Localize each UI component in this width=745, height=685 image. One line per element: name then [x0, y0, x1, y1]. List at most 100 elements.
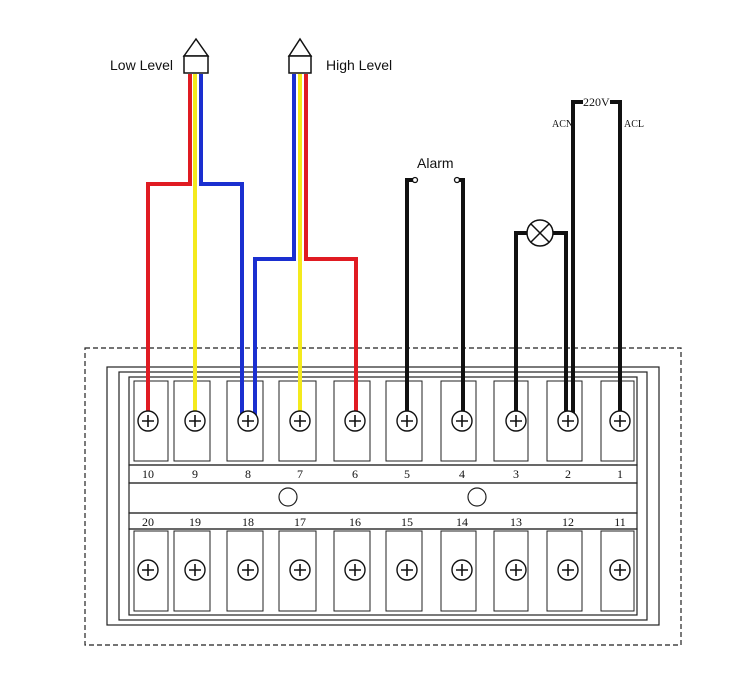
terminal-number-top: 3: [513, 467, 519, 481]
screw-icon: [505, 410, 527, 432]
screw-slot: [189, 564, 201, 576]
screw-icon: [451, 410, 473, 432]
terminal-number-top: 4: [459, 467, 465, 481]
screw-icon: [184, 559, 206, 581]
number-strip-top: [128, 464, 638, 484]
terminal-number-bottom: 11: [614, 515, 626, 529]
wire-acl: [610, 100, 622, 421]
screw-slot: [401, 564, 413, 576]
screw-icon: [609, 559, 631, 581]
screw-slot: [510, 415, 522, 427]
terminal-number-top: 1: [617, 467, 623, 481]
screw-slot: [562, 564, 574, 576]
screw-icon: [344, 410, 366, 432]
terminal-number-bottom: 18: [242, 515, 254, 529]
terminal-number-bottom: 15: [401, 515, 413, 529]
wire-low-red: [146, 74, 192, 421]
probe-low-body: [183, 55, 209, 74]
screw-icon: [184, 410, 206, 432]
screw-icon: [289, 559, 311, 581]
high-level-label: High Level: [326, 57, 392, 73]
screw-slot: [189, 415, 201, 427]
wire-high-blue: [253, 74, 296, 421]
screw-icon: [137, 559, 159, 581]
screw-icon: [557, 559, 579, 581]
terminal-number-top: 2: [565, 467, 571, 481]
terminal-block: [84, 347, 682, 646]
screw-slot: [294, 415, 306, 427]
screw-slot: [401, 415, 413, 427]
screw-icon: [557, 410, 579, 432]
wires: [146, 74, 622, 421]
screw-icon: [396, 410, 418, 432]
screws-bottom: [137, 559, 631, 581]
screw-icon: [289, 410, 311, 432]
alarm-contact-left: [411, 176, 419, 184]
screw-slot: [349, 564, 361, 576]
wire-high-red: [304, 74, 358, 421]
probe-high-head: [287, 37, 313, 57]
number-strip-bottom: [128, 512, 638, 530]
terminal-number-top: 6: [352, 467, 358, 481]
terminal-number-top: 7: [297, 467, 303, 481]
terminal-number-bottom: 20: [142, 515, 154, 529]
wire-low-blue: [199, 74, 244, 421]
terminal-numbers-top: 10 9 8 7 6 5 4 3 2 1: [142, 467, 623, 481]
terminal-numbers-bottom: 20 19 18 17 16 15 14 13 12 11: [142, 515, 626, 529]
wire-lamp-left: [514, 231, 527, 421]
housing-outer: [84, 347, 682, 646]
screw-slot: [294, 564, 306, 576]
screw-icon: [609, 410, 631, 432]
terminal-number-top: 5: [404, 467, 410, 481]
lamp-symbol: [526, 219, 554, 247]
acl-label: ACL: [624, 119, 644, 130]
screw-icon: [237, 559, 259, 581]
screw-icon: [451, 559, 473, 581]
screw-icon: [237, 410, 259, 432]
screw-icon: [396, 559, 418, 581]
alarm-label: Alarm: [417, 155, 454, 171]
screws-top: [137, 410, 631, 432]
housing-core: [118, 371, 648, 621]
terminal-number-bottom: 16: [349, 515, 361, 529]
screw-slot: [456, 415, 468, 427]
screw-slot: [456, 564, 468, 576]
probe-low-head: [182, 37, 210, 57]
acn-label: ACN: [552, 119, 573, 130]
screw-slot: [142, 415, 154, 427]
probe-low: [182, 37, 210, 74]
terminal-number-bottom: 12: [562, 515, 574, 529]
probe-high: [287, 37, 313, 74]
screw-icon: [505, 559, 527, 581]
terminal-number-top: 10: [142, 467, 154, 481]
screw-slot: [142, 564, 154, 576]
screw-slot: [614, 415, 626, 427]
screw-icon: [137, 410, 159, 432]
mounting-holes: [278, 487, 487, 507]
wire-lamp-right: [553, 231, 568, 421]
mounting-hole-right: [467, 487, 487, 507]
mounting-hole-left: [278, 487, 298, 507]
screw-slot: [510, 564, 522, 576]
terminal-number-bottom: 13: [510, 515, 522, 529]
wire-acn: [571, 100, 583, 421]
terminal-number-bottom: 19: [189, 515, 201, 529]
voltage-label: 220V: [583, 95, 610, 109]
screw-slot: [614, 564, 626, 576]
lower-rail: [128, 528, 638, 616]
screw-slot: [562, 415, 574, 427]
probe-high-body: [288, 55, 312, 74]
screw-slot: [242, 564, 254, 576]
screw-icon: [344, 559, 366, 581]
terminal-number-top: 8: [245, 467, 251, 481]
screw-slot: [349, 415, 361, 427]
terminal-number-bottom: 17: [294, 515, 306, 529]
housing-inner: [106, 366, 660, 626]
low-level-label: Low Level: [110, 57, 173, 73]
terminal-number-top: 9: [192, 467, 198, 481]
mounting-bar: [128, 482, 638, 514]
alarm-contact-right: [453, 176, 461, 184]
screw-slot: [242, 415, 254, 427]
terminal-number-bottom: 14: [456, 515, 468, 529]
